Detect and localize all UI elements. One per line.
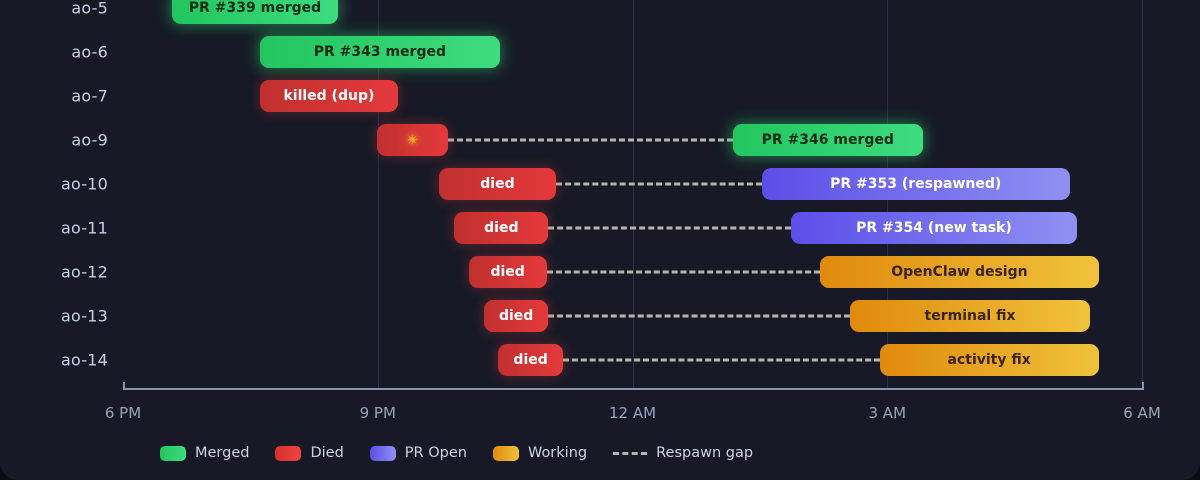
gantt-bar-ao-5-merged[interactable]: PR #339 merged <box>172 0 338 24</box>
legend-item-working[interactable]: Working <box>492 445 588 461</box>
legend-item-gap[interactable]: Respawn gap <box>613 445 753 461</box>
respawn-gap-connector <box>548 314 850 318</box>
respawn-gap-connector <box>448 138 733 142</box>
gantt-bar-ao-10-died[interactable]: died <box>438 168 557 200</box>
legend-label: PR Open <box>404 445 467 461</box>
gantt-bar-ao-13-died[interactable]: died <box>483 300 549 332</box>
legend-label: Respawn gap <box>656 445 754 461</box>
y-axis-label-ao-7: ao-7 <box>71 86 108 106</box>
gridline-9-pm <box>377 0 379 388</box>
gantt-bar-label: killed (dup) <box>283 88 375 104</box>
respawn-gap-connector <box>562 358 880 362</box>
gantt-bar-ao-10-propen[interactable]: PR #353 (respawned) <box>761 168 1070 200</box>
gantt-bar-ao-12-working[interactable]: OpenClaw design <box>820 256 1099 288</box>
gantt-bar-label: died <box>484 220 519 236</box>
gantt-bar-label: activity fix <box>947 352 1031 368</box>
legend-swatch-merged-icon <box>160 445 186 461</box>
y-axis-label-ao-9: ao-9 <box>71 130 108 150</box>
legend-item-died[interactable]: Died <box>275 445 344 461</box>
y-axis-label-ao-11: ao-11 <box>60 218 108 238</box>
gantt-bar-ao-12-died[interactable]: died <box>468 256 547 288</box>
gantt-bar-label: PR #346 merged <box>761 132 894 148</box>
legend-item-propen[interactable]: PR Open <box>369 445 467 461</box>
x-axis-tick-label: 6 AM <box>1123 404 1161 422</box>
gantt-bar-ao-9-merged[interactable]: PR #346 merged <box>732 124 923 156</box>
x-axis-tick-label: 9 PM <box>359 404 396 422</box>
y-axis-label-ao-10: ao-10 <box>60 174 108 194</box>
x-axis-tick-label: 3 AM <box>868 404 907 422</box>
gantt-bar-label: OpenClaw design <box>891 264 1028 280</box>
legend-swatch-gap-icon <box>613 451 648 455</box>
x-axis-line <box>123 388 1142 390</box>
gantt-bar-ao-14-died[interactable]: died <box>498 344 563 376</box>
gantt-bar-ao-9-died[interactable]: ✴ <box>376 124 449 156</box>
sparkle-icon: ✴ <box>406 130 419 149</box>
chart-legend: Merged Died PR Open Working Respawn gap <box>0 438 1200 468</box>
y-axis-label-ao-6: ao-6 <box>71 42 108 62</box>
legend-item-merged[interactable]: Merged <box>160 445 249 461</box>
respawn-gap-connector <box>556 182 762 186</box>
respawn-gap-connector <box>546 270 821 274</box>
gantt-bar-ao-6-merged[interactable]: PR #343 merged <box>259 36 501 68</box>
y-axis-label-ao-12: ao-12 <box>60 262 108 282</box>
gantt-bar-ao-11-died[interactable]: died <box>454 212 549 244</box>
gantt-bar-ao-14-working[interactable]: activity fix <box>879 344 1099 376</box>
x-axis-tick-label: 6 PM <box>104 404 142 422</box>
gantt-bar-label: died <box>513 352 548 368</box>
legend-swatch-working-icon <box>492 445 519 461</box>
gantt-bar-label: died <box>498 308 534 324</box>
y-axis-label-ao-5: ao-5 <box>71 0 108 18</box>
x-axis-cap-left <box>123 382 125 390</box>
gantt-bar-label: died <box>490 264 525 280</box>
legend-label: Merged <box>195 445 250 461</box>
x-axis-tick-label: 12 AM <box>608 404 657 422</box>
x-axis-cap-right <box>1142 382 1144 390</box>
gantt-bar-label: terminal fix <box>924 308 1016 324</box>
legend-swatch-died-icon <box>275 445 302 461</box>
legend-swatch-propen-icon <box>369 445 396 461</box>
respawn-gap-connector <box>548 226 792 230</box>
gridline-6-am <box>1142 0 1143 388</box>
legend-label: Working <box>527 445 588 461</box>
gridline-12-am <box>632 0 634 388</box>
y-axis-label-ao-14: ao-14 <box>60 350 108 370</box>
gantt-bar-ao-13-working[interactable]: terminal fix <box>849 300 1091 332</box>
gantt-bar-ao-7-died[interactable]: killed (dup) <box>259 80 399 112</box>
gantt-bar-label: died <box>480 176 515 192</box>
gantt-bar-ao-11-propen[interactable]: PR #354 (new task) <box>791 212 1077 244</box>
gantt-bar-label: PR #354 (new task) <box>856 220 1012 236</box>
legend-label: Died <box>310 445 344 461</box>
gantt-bar-label: PR #343 merged <box>313 44 446 60</box>
y-axis-label-ao-13: ao-13 <box>60 306 108 326</box>
gantt-bar-label: PR #339 merged <box>188 0 322 16</box>
gantt-bar-label: PR #353 (respawned) <box>830 176 1002 192</box>
